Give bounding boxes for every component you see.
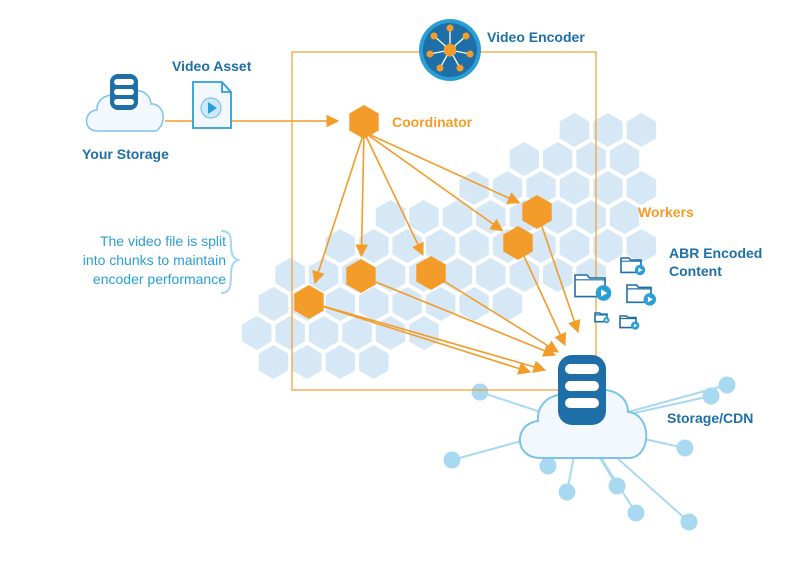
video-file-icon [193,82,231,128]
folder-video-icon [627,285,656,306]
chunk-hex [627,113,657,147]
cdn-edge-node [559,484,576,501]
chunk-hex [627,229,657,263]
encoder-network-icon [419,19,481,81]
chunk-hex [610,142,639,176]
chunk-hex [259,345,289,379]
chunk-hex [576,200,606,234]
cdn-edge-node [719,377,736,394]
chunk-note-line1: The video file is split [36,232,226,251]
chunk-hex [259,287,289,321]
your-storage-icon [87,74,164,131]
folder-video-icon [621,258,645,275]
chunk-hex [309,258,338,292]
chunk-hex [510,258,539,292]
chunk-hex [376,200,405,234]
chunk-hex [459,229,488,263]
chunk-hex [359,229,388,263]
chunk-hex [275,316,305,350]
cdn-storage-icon [520,355,646,458]
chunk-hex [376,258,405,292]
chunk-hex [543,142,572,176]
chunk-hex [309,316,338,350]
chunk-hex [409,200,439,234]
chunk-hex [459,171,488,205]
chunk-hex [326,345,356,379]
chunk-hex-cluster [242,113,656,379]
chunk-hex [560,113,590,147]
chunk-hex [610,200,639,234]
chunk-hex [393,287,422,321]
chunk-hex [560,229,590,263]
cdn-edge-node [472,384,489,401]
coordinator-to-worker-arrow [364,132,519,203]
folder-video-icon [620,316,639,330]
chunk-hex [560,171,590,205]
chunk-note: The video file is split into chunks to m… [36,232,226,289]
chunk-hex [459,287,488,321]
chunk-hex [510,142,539,176]
chunk-hex [409,316,439,350]
cdn-edge-node [628,505,645,522]
chunk-hex [476,258,506,292]
chunk-hex [627,171,657,205]
cdn-edge-node [703,388,720,405]
chunk-hex [493,171,523,205]
abr-label-line1: ABR Encoded [669,245,762,261]
cdn-edge-node [540,458,557,475]
storage-cdn-label: Storage/CDN [667,410,753,426]
chunk-hex [242,316,271,350]
chunk-hex [593,113,622,147]
video-asset-label: Video Asset [172,58,251,74]
chunk-hex [576,142,606,176]
chunk-hex [359,345,388,379]
your-storage-label: Your Storage [82,146,169,162]
chunk-hex [292,345,321,379]
chunk-note-line3: encoder performance [36,270,226,289]
chunk-note-line2: into chunks to maintain [36,251,226,270]
chunk-hex [493,287,523,321]
cdn-edge-node [677,440,694,457]
chunk-hex [443,258,472,292]
coordinator-label: Coordinator [392,114,472,130]
coordinator-hex [349,105,378,139]
database-icon [558,355,606,425]
video-encoder-label: Video Encoder [487,29,585,45]
database-icon [110,74,138,110]
workers-label: Workers [638,204,694,220]
chunk-hex [593,229,622,263]
chunk-hex [275,258,305,292]
chunk-hex [376,316,405,350]
cdn-edge-node [681,514,698,531]
chunk-hex [393,229,422,263]
chunk-hex [359,287,388,321]
cdn-edge-node [444,452,461,469]
abr-label-line2: Content [669,263,722,279]
chunk-hex [593,171,622,205]
folder-video-icon [595,313,610,323]
